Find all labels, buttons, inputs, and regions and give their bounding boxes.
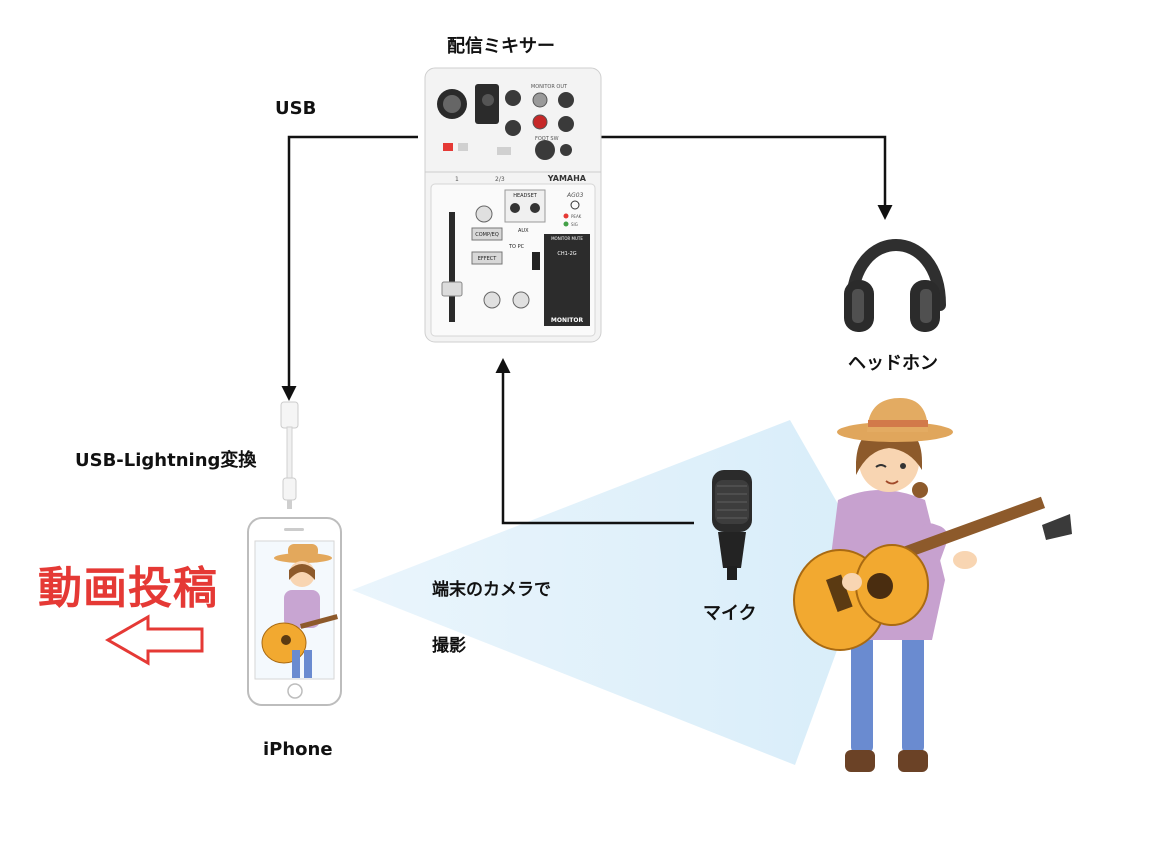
- mixer-monitor-mute-label: MONITOR MUTE: [551, 236, 583, 241]
- mixer-device: YAMAHA MONITOR OUT FOOT SW 1 2/3 COMP/EQ…: [424, 67, 602, 343]
- microphone-illustration: [712, 470, 752, 580]
- mixer-monitor-label: MONITOR: [551, 317, 584, 324]
- mixer-brand: YAMAHA: [547, 174, 587, 183]
- camera-label-line2: 撮影: [432, 636, 466, 656]
- mixer-ch1-label: 1: [455, 176, 459, 183]
- iphone-illustration: [247, 517, 342, 706]
- adapter-label: USB-Lightning変換: [75, 450, 257, 471]
- iphone-label: iPhone: [263, 739, 333, 760]
- camera-view-cone: [352, 420, 870, 765]
- microphone-label: マイク: [703, 603, 757, 624]
- mixer-comp-eq-label: COMP/EQ: [475, 232, 499, 238]
- mic-input-arrow: [495, 358, 694, 525]
- mixer-ch23-label: 2/3: [495, 176, 505, 183]
- mixer-aux-label: AUX: [518, 228, 529, 234]
- usb-label: USB: [275, 98, 317, 119]
- mixer-label: 配信ミキサー: [447, 36, 555, 57]
- mixer-monitor-out-label: MONITOR OUT: [531, 84, 568, 90]
- guitarist-illustration: [793, 398, 1072, 772]
- headphones-label: ヘッドホン: [848, 353, 938, 374]
- upload-label: 動画投稿: [38, 563, 218, 614]
- mixer-model-label: AG03: [566, 192, 584, 199]
- camera-label-line1: 端末のカメラで: [432, 580, 551, 600]
- mixer-sig-label: SIG: [571, 222, 578, 227]
- mixer-foot-sw-label: FOOT SW: [535, 136, 559, 142]
- mixer-effect-label: EFFECT: [478, 256, 498, 262]
- mixer-ch-label: CH1-2G: [557, 251, 576, 257]
- usb-lightning-adapter: [280, 401, 299, 509]
- headphones-illustration: [844, 239, 946, 332]
- monitor-out-arrow: [600, 135, 893, 220]
- mixer-to-pc-label: TO PC: [508, 244, 525, 250]
- upload-direction-arrow: [104, 614, 204, 666]
- mixer-peak-label: PEAK: [571, 214, 582, 219]
- mixer-headset-label: HEADSET: [513, 193, 538, 199]
- usb-cable-arrow: [281, 135, 418, 401]
